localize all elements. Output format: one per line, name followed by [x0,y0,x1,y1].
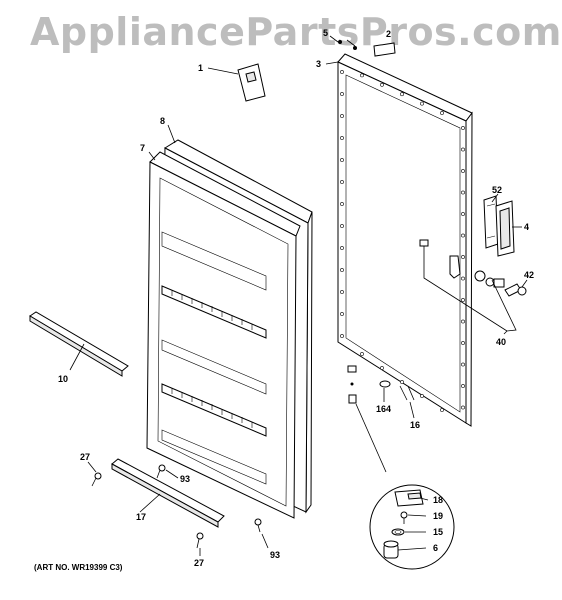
part-6-cap [383,540,399,559]
part-1-label-card [237,63,266,102]
rivet [440,111,444,115]
callout-8: 8 [160,116,165,126]
rivet [461,190,465,195]
rivet [461,298,465,302]
part-42-key [504,283,527,297]
part-16-screws [399,385,415,401]
rivet [380,82,384,87]
rivet [461,169,465,173]
rivet [340,268,344,272]
rivet [340,334,344,338]
rivet [340,290,344,294]
callout-27-bottom: 27 [194,558,204,568]
rivet [420,101,424,106]
rivet [461,341,465,345]
part-27-screw-bottom [196,532,204,549]
rivet [461,362,465,367]
rivet [340,180,344,184]
part-93-screw-bottom [254,518,262,533]
hinge-detail-inset [369,484,455,570]
part-19-pin [400,511,408,524]
watermark-text: AppliancePartsPros.com [30,10,562,54]
callout-15: 15 [433,527,443,537]
rivet [340,312,344,316]
callout-42: 42 [524,270,534,280]
callout-labels: 5 2 1 3 8 7 52 4 42 40 10 164 16 27 93 1… [58,28,534,568]
door-shelf-upper [161,285,267,339]
rivet [340,70,344,74]
art-number: (ART NO. WR19399 C3) [34,563,123,572]
callout-5: 5 [323,28,328,38]
callout-7: 7 [140,143,145,153]
part-40-lock-assembly [419,239,505,288]
rivet [400,92,404,97]
rivet [340,202,344,206]
callout-6: 6 [433,543,438,553]
part-3-outer-door [337,53,473,427]
callout-93-left: 93 [180,474,190,484]
part-93-screw-left [156,464,166,479]
rivet [340,92,344,96]
callout-19: 19 [433,511,443,521]
part-2-plate [373,42,396,57]
rivet [340,136,344,140]
rivet [340,246,344,250]
rivet [340,114,344,118]
part-10-shelf-bar [29,311,129,377]
callout-4: 4 [524,222,529,232]
part-52-handle-base [483,195,499,249]
part-4-handle [495,200,515,257]
rivet [420,394,424,398]
rivet [461,212,465,216]
callout-1: 1 [198,63,203,73]
rivet [340,224,344,228]
part-27-screw-left [91,472,102,487]
callout-2: 2 [386,29,391,39]
part-18-hinge-bracket [394,489,424,507]
rivet [461,405,465,410]
rivet [461,255,465,259]
door-shelf-lower [161,383,267,437]
door-panel-rivets [340,70,465,412]
rivet [380,366,384,370]
rivet [461,384,465,388]
callout-52: 52 [492,185,502,195]
rivet [360,73,364,78]
rivet [461,147,465,152]
part-15-washer [391,528,405,536]
part-164-washer [379,380,391,388]
rivet [360,352,364,356]
rivet [461,319,465,324]
callout-27-left: 27 [80,452,90,462]
callout-40: 40 [496,337,506,347]
rivet [461,126,465,130]
callout-3: 3 [316,59,321,69]
rivet [461,233,465,238]
rivet [440,408,444,412]
part-17-bottom-trim [111,458,225,528]
rivet [400,380,404,384]
callout-164: 164 [376,404,391,414]
callout-17: 17 [136,512,146,522]
hinge-pin-parts [347,365,357,404]
rivet [461,276,465,281]
callout-93-bottom: 93 [270,550,280,560]
callout-10: 10 [58,374,68,384]
part-5-screws [338,40,357,50]
callout-16: 16 [410,420,420,430]
part-7-inner-door-liner [146,151,301,519]
callout-18: 18 [433,495,443,505]
rivet [340,158,344,162]
leader-lines [69,35,528,556]
